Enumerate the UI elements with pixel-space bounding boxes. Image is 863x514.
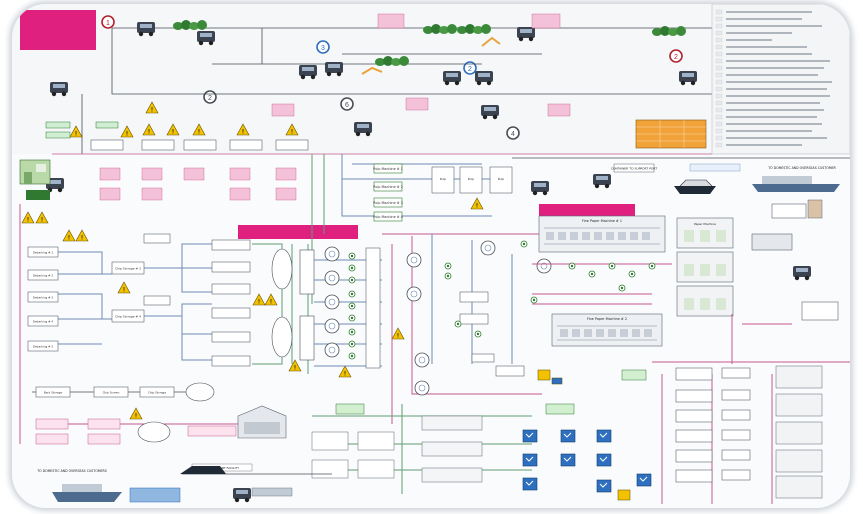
woodyard-routes: [52, 27, 712, 155]
svg-text:Debarking # 2: Debarking # 2: [33, 274, 54, 278]
svg-text:EXPORT PORT FACILITY: EXPORT PORT FACILITY: [205, 466, 239, 470]
warehouse-units: [522, 361, 850, 504]
port-area: CONTAINER TO SUPPORT PORT TO DOMESTIC AN…: [512, 157, 850, 196]
svg-text:Debarking # 3: Debarking # 3: [33, 296, 54, 300]
svg-text:Chip Storage # 3: Chip Storage # 3: [115, 267, 141, 271]
svg-text:Fine Paper Machine # 2: Fine Paper Machine # 2: [587, 317, 627, 321]
pulp-machine-area: Pulp Machine # 1 Pulp Machine # 2 Pulp M…: [311, 154, 513, 304]
svg-text:Chip Screen: Chip Screen: [103, 391, 120, 395]
svg-text:Fine Paper Machine # 1: Fine Paper Machine # 1: [582, 219, 622, 223]
svg-text:Pulp: Pulp: [498, 177, 504, 181]
magenta-label-woodyard: [20, 10, 96, 50]
forklifts: [537, 369, 631, 501]
svg-text:CONTAINER TO SUPPORT PORT: CONTAINER TO SUPPORT PORT: [611, 167, 657, 171]
svg-text:1: 1: [106, 20, 110, 27]
fiber-line-reactors: [314, 246, 382, 369]
diagram-frame: ! 1: [12, 4, 850, 508]
woodyard-stations: [45, 121, 309, 151]
svg-text:4: 4: [511, 131, 515, 138]
svg-text:Pulp: Pulp: [440, 177, 446, 181]
svg-text:TO DOMESTIC AND OVERSEAS CUSTO: TO DOMESTIC AND OVERSEAS CUSTOMERS: [36, 469, 107, 473]
svg-text:Pulp Machine # 1: Pulp Machine # 1: [373, 167, 403, 171]
svg-text:Chip Storage: Chip Storage: [148, 391, 166, 395]
svg-text:Pulp: Pulp: [468, 177, 474, 181]
converting-lines: [311, 369, 647, 494]
fine-paper-machines: Fine Paper Machine # 1 Fine Paper Machin…: [532, 215, 672, 347]
svg-text:Debarking # 5: Debarking # 5: [33, 345, 54, 349]
annotation-notes: [99, 13, 571, 201]
svg-text:Pulp Machine # 3: Pulp Machine # 3: [373, 201, 403, 205]
debarking-list: Debarking # 1 Debarking # 2 Debarking # …: [19, 204, 112, 444]
svg-text:2: 2: [674, 54, 678, 61]
magenta-label-papermachine: [539, 204, 635, 216]
svg-text:Debarking # 1: Debarking # 1: [33, 251, 54, 255]
process-flow-diagram: ! 1: [12, 4, 850, 508]
log-cranes: [361, 36, 501, 75]
legend-panel: [635, 4, 850, 155]
lower-chip-flow: Bark Storage Chip Screen Chip Storage: [32, 382, 252, 445]
svg-text:Pulp Machine # 2: Pulp Machine # 2: [373, 185, 403, 189]
svg-text:Debarking # 4: Debarking # 4: [33, 320, 54, 324]
svg-text:3: 3: [321, 45, 325, 52]
paper-machine-stack: Paper Machine: [676, 199, 839, 364]
svg-text:Pulp Machine # 4: Pulp Machine # 4: [373, 215, 403, 219]
svg-text:Paper Machine: Paper Machine: [694, 222, 716, 226]
warehouse-building: [237, 405, 287, 439]
factory-building: [19, 159, 51, 200]
chip-area: Chip Storage # 3 Chip Storage # 4: [111, 233, 315, 374]
svg-text:2: 2: [468, 66, 472, 73]
svg-text:Chip Storage # 4: Chip Storage # 4: [115, 315, 141, 319]
svg-text:TO DOMESTIC AND OVERSEAS CUSTO: TO DOMESTIC AND OVERSEAS CUSTOMER: [767, 166, 836, 170]
magenta-label-fiberline: [238, 225, 358, 239]
svg-text:2: 2: [208, 95, 212, 102]
svg-text:6: 6: [345, 102, 349, 109]
stock-prep-area: [382, 233, 552, 424]
bottom-port: EXPORT PORT FACILITY TO DOMESTIC AND OVE…: [36, 463, 332, 503]
svg-text:Bark Storage: Bark Storage: [44, 391, 63, 395]
